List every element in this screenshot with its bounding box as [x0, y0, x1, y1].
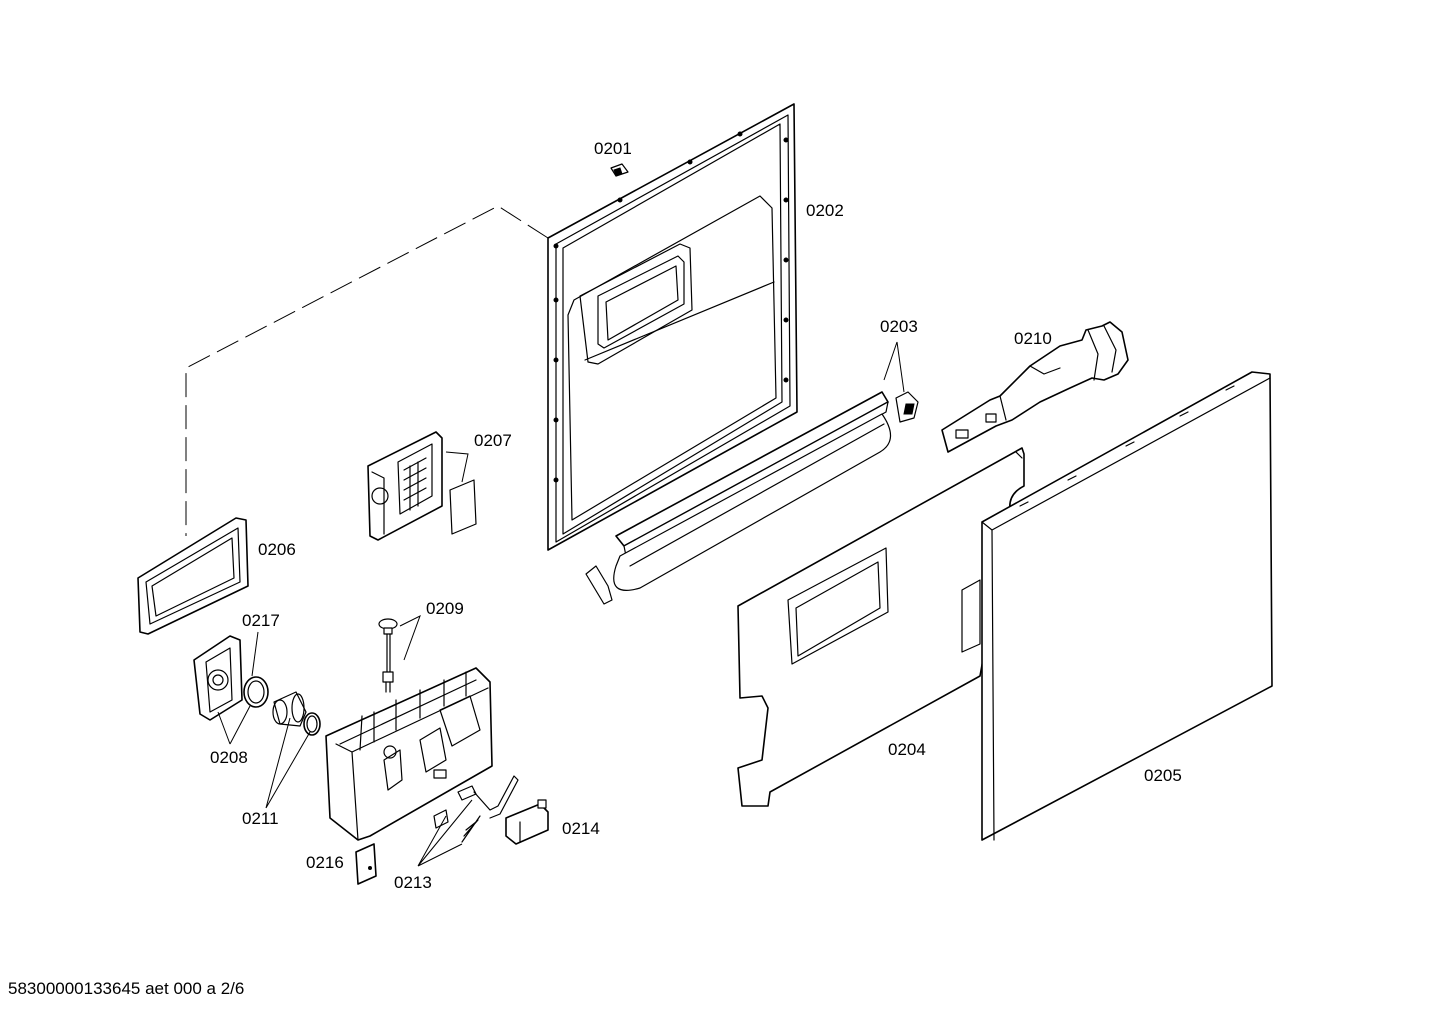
- part-0201-screw[interactable]: [610, 163, 629, 177]
- label-0213: 0213: [394, 873, 432, 892]
- part-0206-seal-frame[interactable]: [137, 517, 249, 635]
- label-0203: 0203: [880, 317, 918, 336]
- part-0213-spring-set[interactable]: [433, 775, 519, 843]
- part-0202-inner-door[interactable]: [547, 103, 798, 551]
- label-0205: 0205: [1144, 766, 1182, 785]
- part-0208-ring[interactable]: [243, 676, 269, 708]
- part-0210-bracket[interactable]: [941, 321, 1129, 453]
- label-0217: 0217: [242, 611, 280, 630]
- part-lock-housing[interactable]: [325, 667, 493, 841]
- label-0211: 0211: [242, 809, 279, 828]
- part-0209-pin[interactable]: [378, 618, 398, 693]
- label-0204: 0204: [888, 740, 926, 759]
- assembly-guide-dashed-line: [185, 205, 549, 536]
- label-0202: 0202: [806, 201, 844, 220]
- part-0217-bellows[interactable]: [193, 635, 243, 721]
- label-0201: 0201: [594, 139, 632, 158]
- label-0210: 0210: [1014, 329, 1052, 348]
- label-0214: 0214: [562, 819, 600, 838]
- part-0203-profile-rail[interactable]: [585, 391, 919, 605]
- label-0206: 0206: [258, 540, 296, 559]
- part-0214-switch[interactable]: [505, 799, 549, 845]
- part-0207-filter-block[interactable]: [367, 431, 477, 541]
- label-0208: 0208: [210, 748, 248, 767]
- label-0207: 0207: [474, 431, 512, 450]
- part-0211-nozzle[interactable]: [272, 691, 321, 736]
- drawing-reference-number: 58300000133645 aet 000 a 2/6: [8, 979, 245, 998]
- label-0209: 0209: [426, 599, 464, 618]
- leader-lines: [217, 341, 905, 867]
- part-0216-clip[interactable]: [355, 843, 377, 885]
- label-0216: 0216: [306, 853, 344, 872]
- part-0205-front-panel[interactable]: [961, 371, 1273, 841]
